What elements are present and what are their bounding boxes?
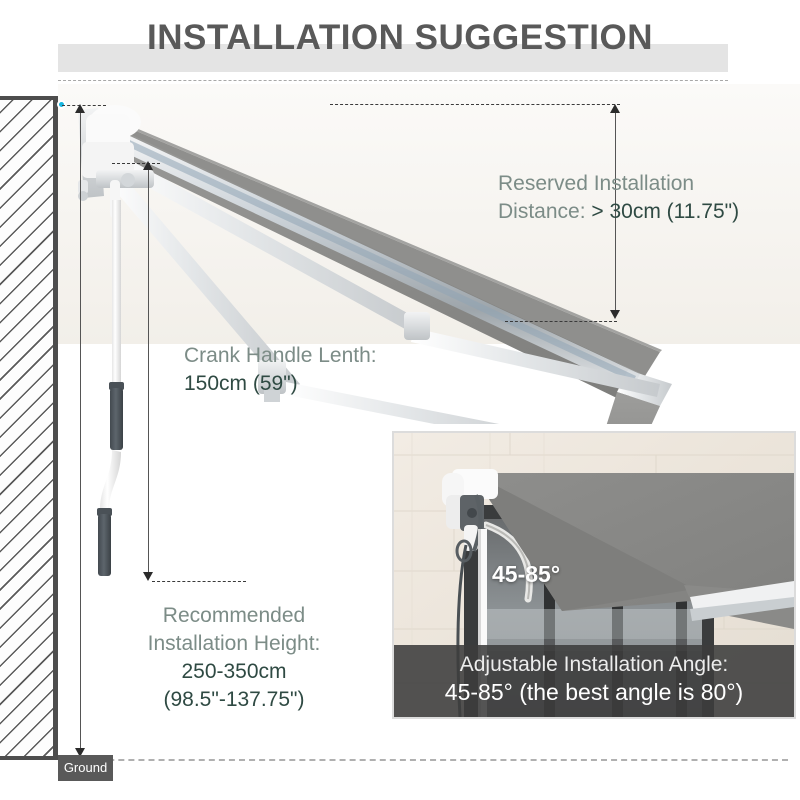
dim-line-reserved-distance xyxy=(615,112,616,316)
dim-arrow-height-bottom xyxy=(75,748,85,757)
inset-photo-angle-detail: 45-85° Adjustable Installation Angle: 45… xyxy=(392,431,796,719)
callout-crank-value: 150cm (59") xyxy=(184,372,298,395)
wall-bottom-edge xyxy=(0,756,58,760)
callout-reserved-value: > 30cm (11.75") xyxy=(591,200,740,223)
dim-arrow-reserved-top xyxy=(610,104,620,113)
inset-angle-badge: 45-85° xyxy=(492,561,561,587)
inset-caption-line2: 45-85° (the best angle is 80°) xyxy=(444,679,744,705)
dim-dash-crank-bottom xyxy=(152,581,246,582)
ground-label: Ground xyxy=(58,755,113,781)
callout-reserved-label: Distance: xyxy=(498,200,592,223)
callout-crank-line1: Crank Handle Lenth: xyxy=(184,344,377,367)
callout-height-line2: Installation Height: xyxy=(147,632,321,655)
inset-caption: Adjustable Installation Angle: 45-85° (t… xyxy=(394,645,794,717)
wall-top-edge xyxy=(0,96,58,100)
wall-face-edge xyxy=(53,96,58,760)
dim-arrow-reserved-bottom xyxy=(610,310,620,319)
ground-line xyxy=(58,759,788,761)
callout-height-line1: Recommended xyxy=(162,604,306,627)
wall-hatch-pattern xyxy=(0,96,58,760)
callout-reserved-distance: Reserved Installation Distance: > 30cm (… xyxy=(498,170,798,226)
dim-line-crank-length xyxy=(148,170,149,576)
title-banner xyxy=(58,44,728,72)
dim-arrow-height-top xyxy=(75,104,85,113)
page-title: INSTALLATION SUGGESTION xyxy=(146,18,654,57)
title-divider xyxy=(58,80,728,81)
wall-cross-section xyxy=(0,96,58,760)
dim-dash-reserved-bottom xyxy=(505,321,617,322)
inset-photo-image xyxy=(394,433,794,717)
awning-illustration xyxy=(58,84,800,424)
dim-arrow-crank-top xyxy=(143,161,153,170)
callout-reserved-line1: Reserved Installation xyxy=(498,172,695,195)
inset-caption-line1: Adjustable Installation Angle: xyxy=(459,653,729,676)
crank-handle xyxy=(97,200,124,576)
callout-installation-height: Recommended Installation Height: 250-350… xyxy=(100,602,368,714)
anchor-point-dot-icon xyxy=(57,100,66,109)
dim-dash-reserved-top xyxy=(330,104,620,105)
callout-height-value-in: (98.5"-137.75") xyxy=(163,688,305,711)
dim-line-installation-height xyxy=(80,112,81,754)
dim-arrow-crank-bottom xyxy=(143,572,153,581)
callout-crank-length: Crank Handle Lenth: 150cm (59") xyxy=(184,342,474,398)
dim-dash-crank-top xyxy=(112,163,160,164)
callout-height-value-cm: 250-350cm xyxy=(181,660,287,683)
